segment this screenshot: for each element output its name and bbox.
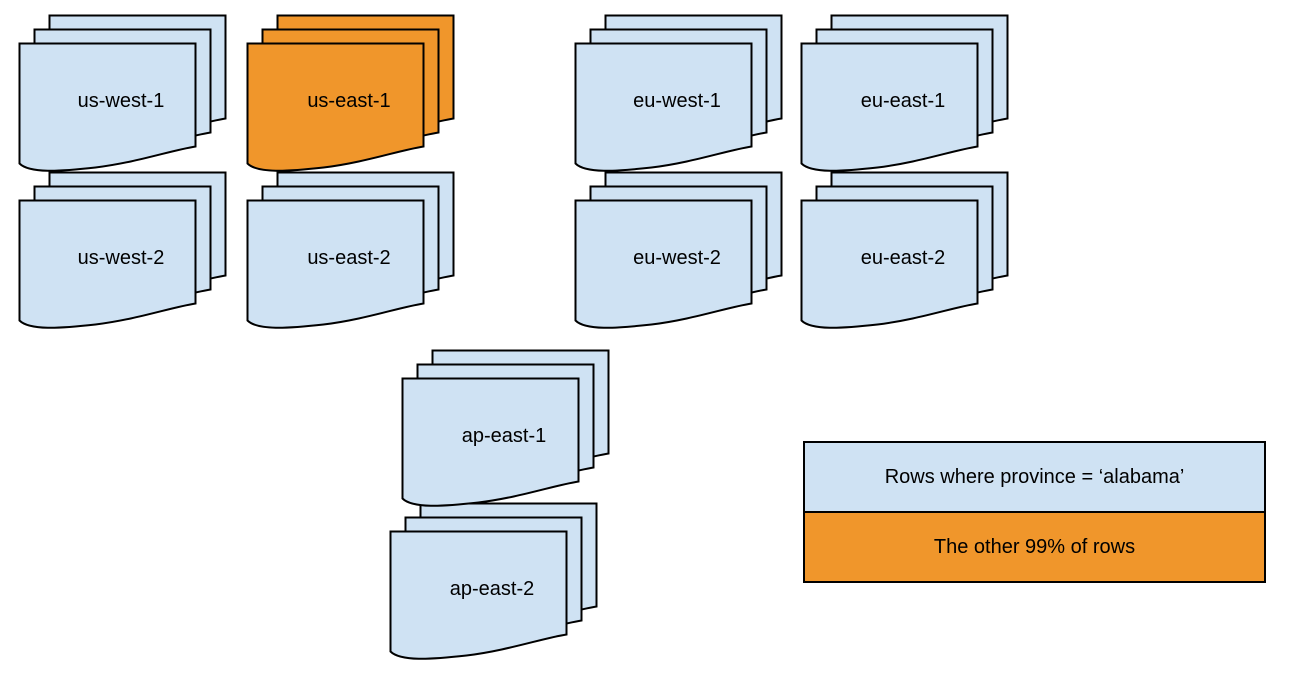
document-stack-icon (18, 171, 227, 329)
document-stack-icon (246, 14, 455, 172)
region-stack-us-east-1: us-east-1 (246, 14, 456, 172)
legend-item-other-rows: The other 99% of rows (805, 511, 1264, 581)
document-stack-icon (246, 171, 455, 329)
region-stack-us-west-2: us-west-2 (18, 171, 228, 329)
region-stack-us-west-1: us-west-1 (18, 14, 228, 172)
legend-item-label: The other 99% of rows (933, 535, 1136, 558)
region-stack-us-east-2: us-east-2 (246, 171, 456, 329)
document-stack-icon (18, 14, 227, 172)
region-stack-eu-west-1: eu-west-1 (574, 14, 784, 172)
region-stack-eu-west-2: eu-west-2 (574, 171, 784, 329)
region-stack-eu-east-2: eu-east-2 (800, 171, 1010, 329)
document-stack-icon (800, 171, 1009, 329)
legend-item-label: Rows where province = ‘alabama’ (884, 465, 1185, 488)
document-stack-icon (574, 14, 783, 172)
document-stack-icon (800, 14, 1009, 172)
region-stack-ap-east-1: ap-east-1 (401, 349, 611, 507)
document-stack-icon (401, 349, 610, 507)
document-stack-icon (389, 502, 598, 660)
document-stack-icon (574, 171, 783, 329)
region-stack-eu-east-1: eu-east-1 (800, 14, 1010, 172)
legend: Rows where province = ‘alabama’ The othe… (803, 441, 1266, 583)
legend-item-alabama-rows: Rows where province = ‘alabama’ (805, 443, 1264, 511)
region-stack-ap-east-2: ap-east-2 (389, 502, 599, 660)
